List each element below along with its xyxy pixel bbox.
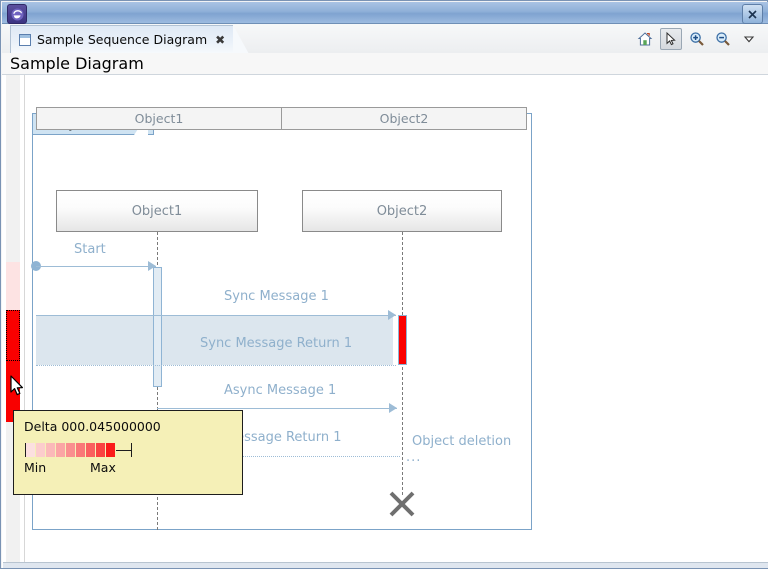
annotation-ellipsis: ... [406,450,422,465]
metric-tooltip: Delta 000.045000000 Min Max [13,410,243,495]
editor-toolbar [634,26,760,51]
status-strip [3,562,768,568]
scale-segment [106,443,116,457]
window-titlebar [2,2,768,24]
tooltip-color-scale [25,443,133,457]
message-arrowhead-async-1 [389,403,397,413]
tab-close-icon[interactable]: ✖ [215,32,226,47]
tooltip-metric-value: 000.045000000 [61,419,161,434]
message-line-sync-1[interactable] [36,315,396,316]
document-icon [19,33,31,46]
message-arrowhead-sync-1 [388,310,396,320]
column-header-label: Object1 [134,111,184,126]
tab-label: Sample Sequence Diagram [37,32,208,47]
object-label: Object2 [376,203,428,219]
chevron-down-icon[interactable] [738,28,760,50]
object-box-object2[interactable]: Object2 [302,190,502,232]
scale-segment [96,443,106,457]
diagram-canvas[interactable]: Sample Frame Object1 Object2 Object1 Obj… [2,75,768,568]
message-label-sync-1: Sync Message 1 [224,289,329,304]
annotation-object-deletion: Object deletion [412,434,512,449]
scale-cap-right [131,443,132,457]
breadcrumb: Sample Diagram [2,53,768,75]
activation-bar-object2-hot[interactable] [398,315,407,365]
eclipse-icon [7,4,27,24]
message-line-async-1[interactable] [157,408,397,409]
tooltip-scale-labels: Min Max [24,460,134,476]
message-label-sync-return-1: Sync Message Return 1 [200,336,353,351]
scale-segment [56,443,66,457]
breadcrumb-label: Sample Diagram [10,54,144,73]
lifeline-column-header-object2[interactable]: Object2 [281,107,527,130]
message-arrowhead-start [148,261,156,271]
message-line-sync-return-1[interactable] [36,365,396,366]
home-icon[interactable] [634,28,656,50]
scale-segment [36,443,46,457]
scale-cap-left [25,443,26,457]
editor-area: Sample Sequence Diagram ✖ [2,24,768,568]
message-label-async-1: Async Message 1 [224,383,337,398]
scale-cap-line [115,450,132,451]
density-marker-selected[interactable] [6,310,20,361]
scale-min-label: Min [24,460,47,475]
zoom-out-icon[interactable] [712,28,734,50]
zoom-in-icon[interactable] [686,28,708,50]
scale-segment [26,443,36,457]
scale-segment [66,443,76,457]
scale-segment [46,443,56,457]
tooltip-title: Delta 000.045000000 [24,419,232,434]
activation-bar-object1[interactable] [153,267,162,387]
object-box-object1[interactable]: Object1 [56,190,258,232]
tab-strip: Sample Sequence Diagram ✖ [2,24,768,54]
x-marker-icon[interactable] [388,490,416,518]
object-label: Object1 [131,203,183,219]
tooltip-metric-name: Delta [24,419,58,434]
pointer-icon[interactable] [660,27,682,50]
tab-sample-sequence-diagram[interactable]: Sample Sequence Diagram ✖ [10,25,250,54]
selection-band[interactable] [36,315,393,365]
message-label-start: Start [74,242,106,257]
window-close-button[interactable] [742,4,763,24]
scale-max-label: Max [90,460,116,475]
scale-segment [76,443,86,457]
lifeline-column-header-object1[interactable]: Object1 [36,107,282,130]
scale-segment [86,443,96,457]
message-line-async-return-1[interactable] [160,456,400,457]
message-line-start[interactable] [36,266,156,267]
column-header-label: Object2 [379,111,429,126]
